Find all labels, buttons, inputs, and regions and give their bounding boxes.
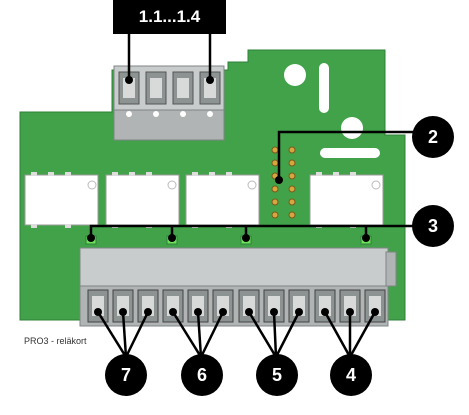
- terminal-range-label: 1.1...1.4: [113, 0, 226, 34]
- board-slot: [320, 148, 380, 158]
- board-caption: PRO3 - reläkort: [24, 336, 87, 346]
- leader-dots: [87, 76, 379, 316]
- callout-marker-7: 7: [105, 354, 147, 396]
- callout-marker-5: 5: [256, 354, 298, 396]
- relay-4: [309, 174, 384, 226]
- mounting-hole: [284, 64, 306, 86]
- callout-marker-4: 4: [330, 354, 372, 396]
- relay-1: [24, 174, 99, 226]
- relay-2: [105, 174, 180, 226]
- callout-marker-2: 2: [412, 116, 454, 158]
- relays: [24, 172, 384, 228]
- board-slot: [319, 63, 329, 113]
- relay-3: [185, 174, 260, 226]
- callout-marker-3: 3: [412, 205, 454, 247]
- pin-header: [271, 146, 296, 219]
- callout-marker-6: 6: [181, 354, 223, 396]
- mounting-hole: [341, 117, 363, 139]
